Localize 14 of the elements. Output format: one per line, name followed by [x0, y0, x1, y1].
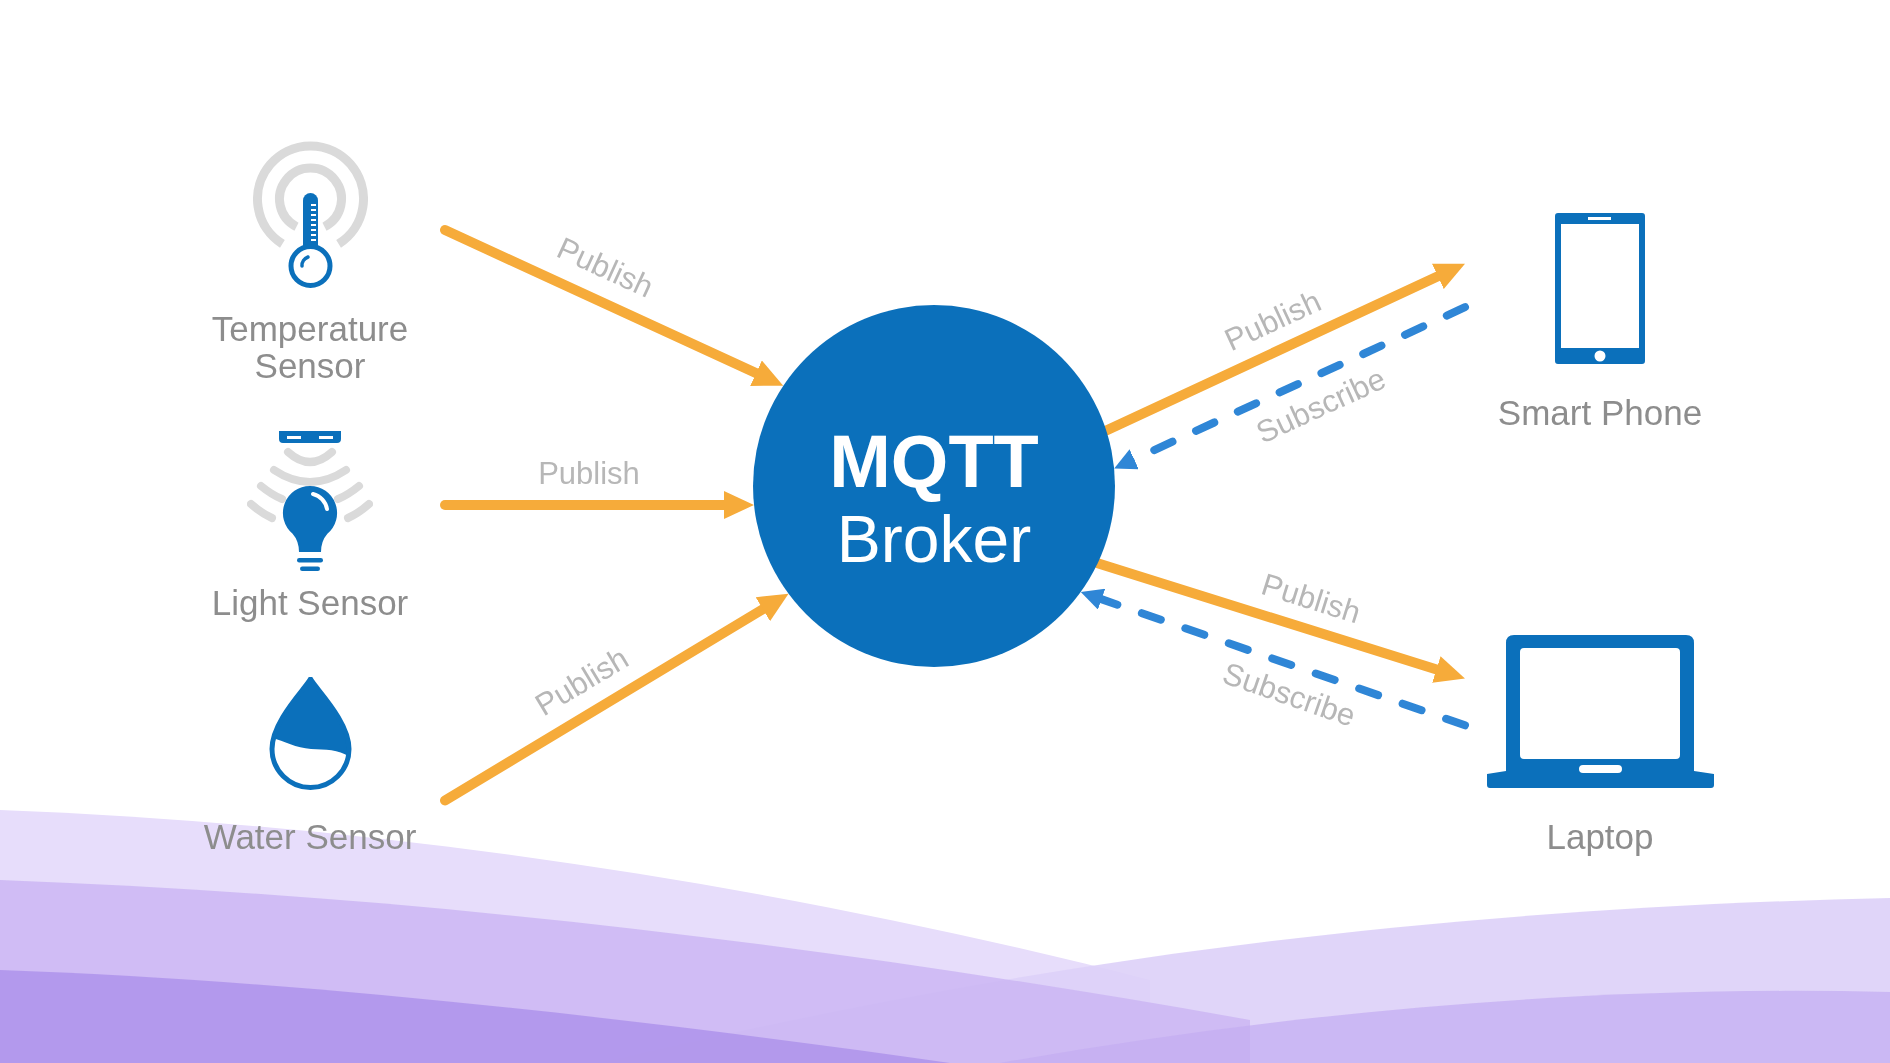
edge-label: Publish [538, 457, 640, 491]
arrow [440, 491, 754, 519]
device-label: Laptop [1546, 818, 1654, 855]
arrow [440, 225, 784, 386]
arrow [440, 593, 789, 806]
device-label: Light Sensor [211, 584, 409, 621]
dashed-arrow [1080, 588, 1469, 730]
broker-label: Broker [836, 502, 1032, 577]
device-label: Water Sensor [203, 818, 417, 855]
broker-title: MQTT [829, 423, 1039, 501]
dashed-arrow [1114, 303, 1469, 470]
edge-label: Publish [1257, 567, 1365, 631]
device-label: Temperature Sensor [210, 310, 410, 384]
device-label: Smart Phone [1497, 394, 1703, 431]
